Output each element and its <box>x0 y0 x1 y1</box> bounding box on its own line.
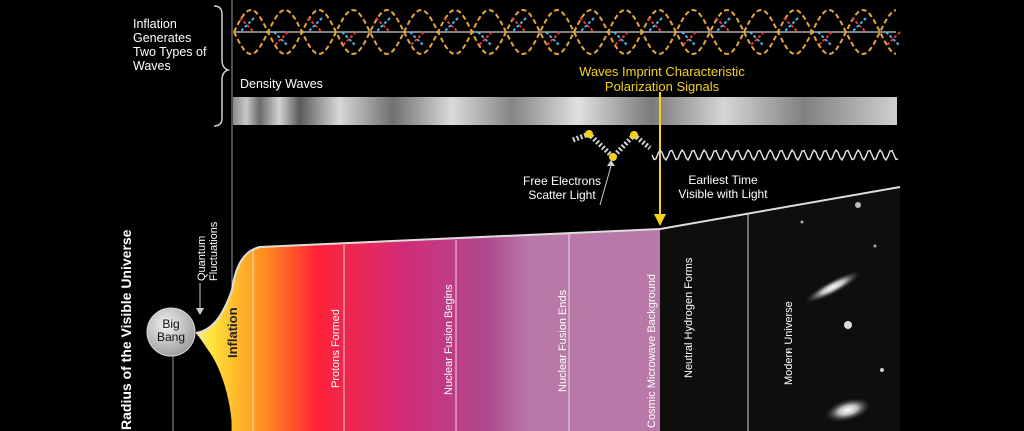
electron-dot <box>585 130 593 138</box>
imprint-line: Waves Imprint Characteristic <box>579 64 745 79</box>
free-electrons-pointer <box>599 165 612 206</box>
wave-cross-mark <box>579 17 595 33</box>
star-image <box>787 350 791 354</box>
wave-cross-mark <box>647 17 663 33</box>
gravity-wave-marks <box>239 17 901 47</box>
star-image <box>873 244 877 248</box>
imprint-label: Waves Imprint Characteristic Polarizatio… <box>552 64 772 94</box>
wave-cross-mark <box>273 31 289 47</box>
imprint-pointer-arrow <box>654 214 666 226</box>
wave-cross-mark <box>375 17 391 33</box>
light-wave <box>651 148 899 162</box>
era-label: Nuclear Fusion Begins <box>443 284 455 395</box>
radius-axis-label: Radius of the Visible Universe <box>118 229 134 430</box>
density-wave-orange-phase <box>233 9 897 55</box>
wave-cross-mark <box>443 17 459 33</box>
earliest-time-line: Visible with Light <box>678 187 768 201</box>
wave-cross-mark <box>545 31 561 47</box>
quantum-line: Fluctuations <box>208 221 220 281</box>
free-electrons-line: Scatter Light <box>528 188 596 202</box>
density-waves-label: Density Waves <box>240 77 323 91</box>
universe-cone-gradient <box>196 229 660 431</box>
wave-cross-mark <box>511 17 527 33</box>
inflation-label: Inflation <box>225 307 240 358</box>
wave-cross-mark <box>715 17 731 33</box>
wave-cross-mark <box>749 31 765 47</box>
inflation-waves-line: Two Types of <box>133 45 207 59</box>
era-label: Cosmic Microwave Background <box>646 273 658 428</box>
star-image <box>844 321 852 329</box>
quantum-arrow-head <box>196 308 204 315</box>
era-label: Neutral Hydrogen Forms <box>683 257 695 378</box>
big-bang-circle <box>146 307 196 357</box>
big-bang-line: Big <box>162 317 180 331</box>
galaxy-image <box>824 397 872 423</box>
quantum-line: Quantum <box>196 235 208 281</box>
density-bar <box>233 97 897 125</box>
wave-cross-mark <box>307 17 323 33</box>
electron-dot <box>630 131 638 139</box>
wave-cross-mark <box>273 31 289 47</box>
wave-cross-mark <box>885 31 901 47</box>
wave-cross-mark <box>647 17 663 33</box>
free-electrons-arrow <box>607 160 615 166</box>
era-label: Nuclear Fusion Ends <box>557 289 569 392</box>
star-image <box>800 220 804 224</box>
star-image <box>880 368 884 372</box>
wave-cross-mark <box>579 17 595 33</box>
wave-cross-mark <box>409 31 425 47</box>
density-wave-orange <box>233 9 897 55</box>
wave-cross-mark <box>851 17 867 33</box>
universe-cone-dark <box>660 187 900 431</box>
wave-cross-mark <box>681 31 697 47</box>
galaxy-image <box>804 270 862 304</box>
wave-cross-mark <box>783 17 799 33</box>
free-electrons-label: Free Electrons Scatter Light <box>507 174 617 202</box>
wave-cross-mark <box>511 17 527 33</box>
inflation-waves-line: Inflation <box>133 17 177 31</box>
wave-cross-mark <box>443 17 459 33</box>
wave-cross-mark <box>409 31 425 47</box>
waves-brace <box>213 5 231 127</box>
earliest-time-line: Earliest Time <box>688 173 758 187</box>
earliest-time-label: Earliest Time Visible with Light <box>668 173 778 201</box>
wave-cross-mark <box>851 17 867 33</box>
electron-dot <box>609 153 617 161</box>
wave-cross-mark <box>783 17 799 33</box>
wave-cross-mark <box>715 17 731 33</box>
free-electrons-line: Free Electrons <box>522 174 602 188</box>
wave-cross-mark <box>545 31 561 47</box>
wave-cross-mark <box>477 31 493 47</box>
wave-cross-mark <box>375 17 391 33</box>
universe-cone-edge <box>195 186 901 334</box>
wave-cross-mark <box>307 17 323 33</box>
era-dividers <box>252 214 749 431</box>
star-image <box>855 202 861 208</box>
wave-cross-mark <box>239 17 255 33</box>
wave-cross-mark <box>749 31 765 47</box>
big-bang-label: Big Bang <box>149 318 193 344</box>
inflation-waves-line: Generates <box>133 31 192 45</box>
inflation-waves-label: Inflation Generates Two Types of Waves <box>133 17 206 73</box>
wave-cross-mark <box>613 31 629 47</box>
wave-cross-mark <box>477 31 493 47</box>
quantum-fluctuations-label: Quantum Fluctuations <box>196 222 220 281</box>
wave-cross-mark <box>885 31 901 47</box>
inflation-waves-line: Waves <box>133 59 171 73</box>
big-bang-line: Bang <box>156 330 186 344</box>
imprint-line: Polarization Signals <box>604 79 720 94</box>
wave-cross-mark <box>613 31 629 47</box>
wave-cross-mark <box>817 31 833 47</box>
wave-cross-mark <box>341 31 357 47</box>
era-label: Protons Formed <box>330 309 342 388</box>
wave-cross-mark <box>341 31 357 47</box>
wave-cross-mark <box>239 17 255 33</box>
wave-cross-mark <box>681 31 697 47</box>
wave-cross-mark <box>817 31 833 47</box>
era-label: Modern Universe <box>783 301 795 385</box>
